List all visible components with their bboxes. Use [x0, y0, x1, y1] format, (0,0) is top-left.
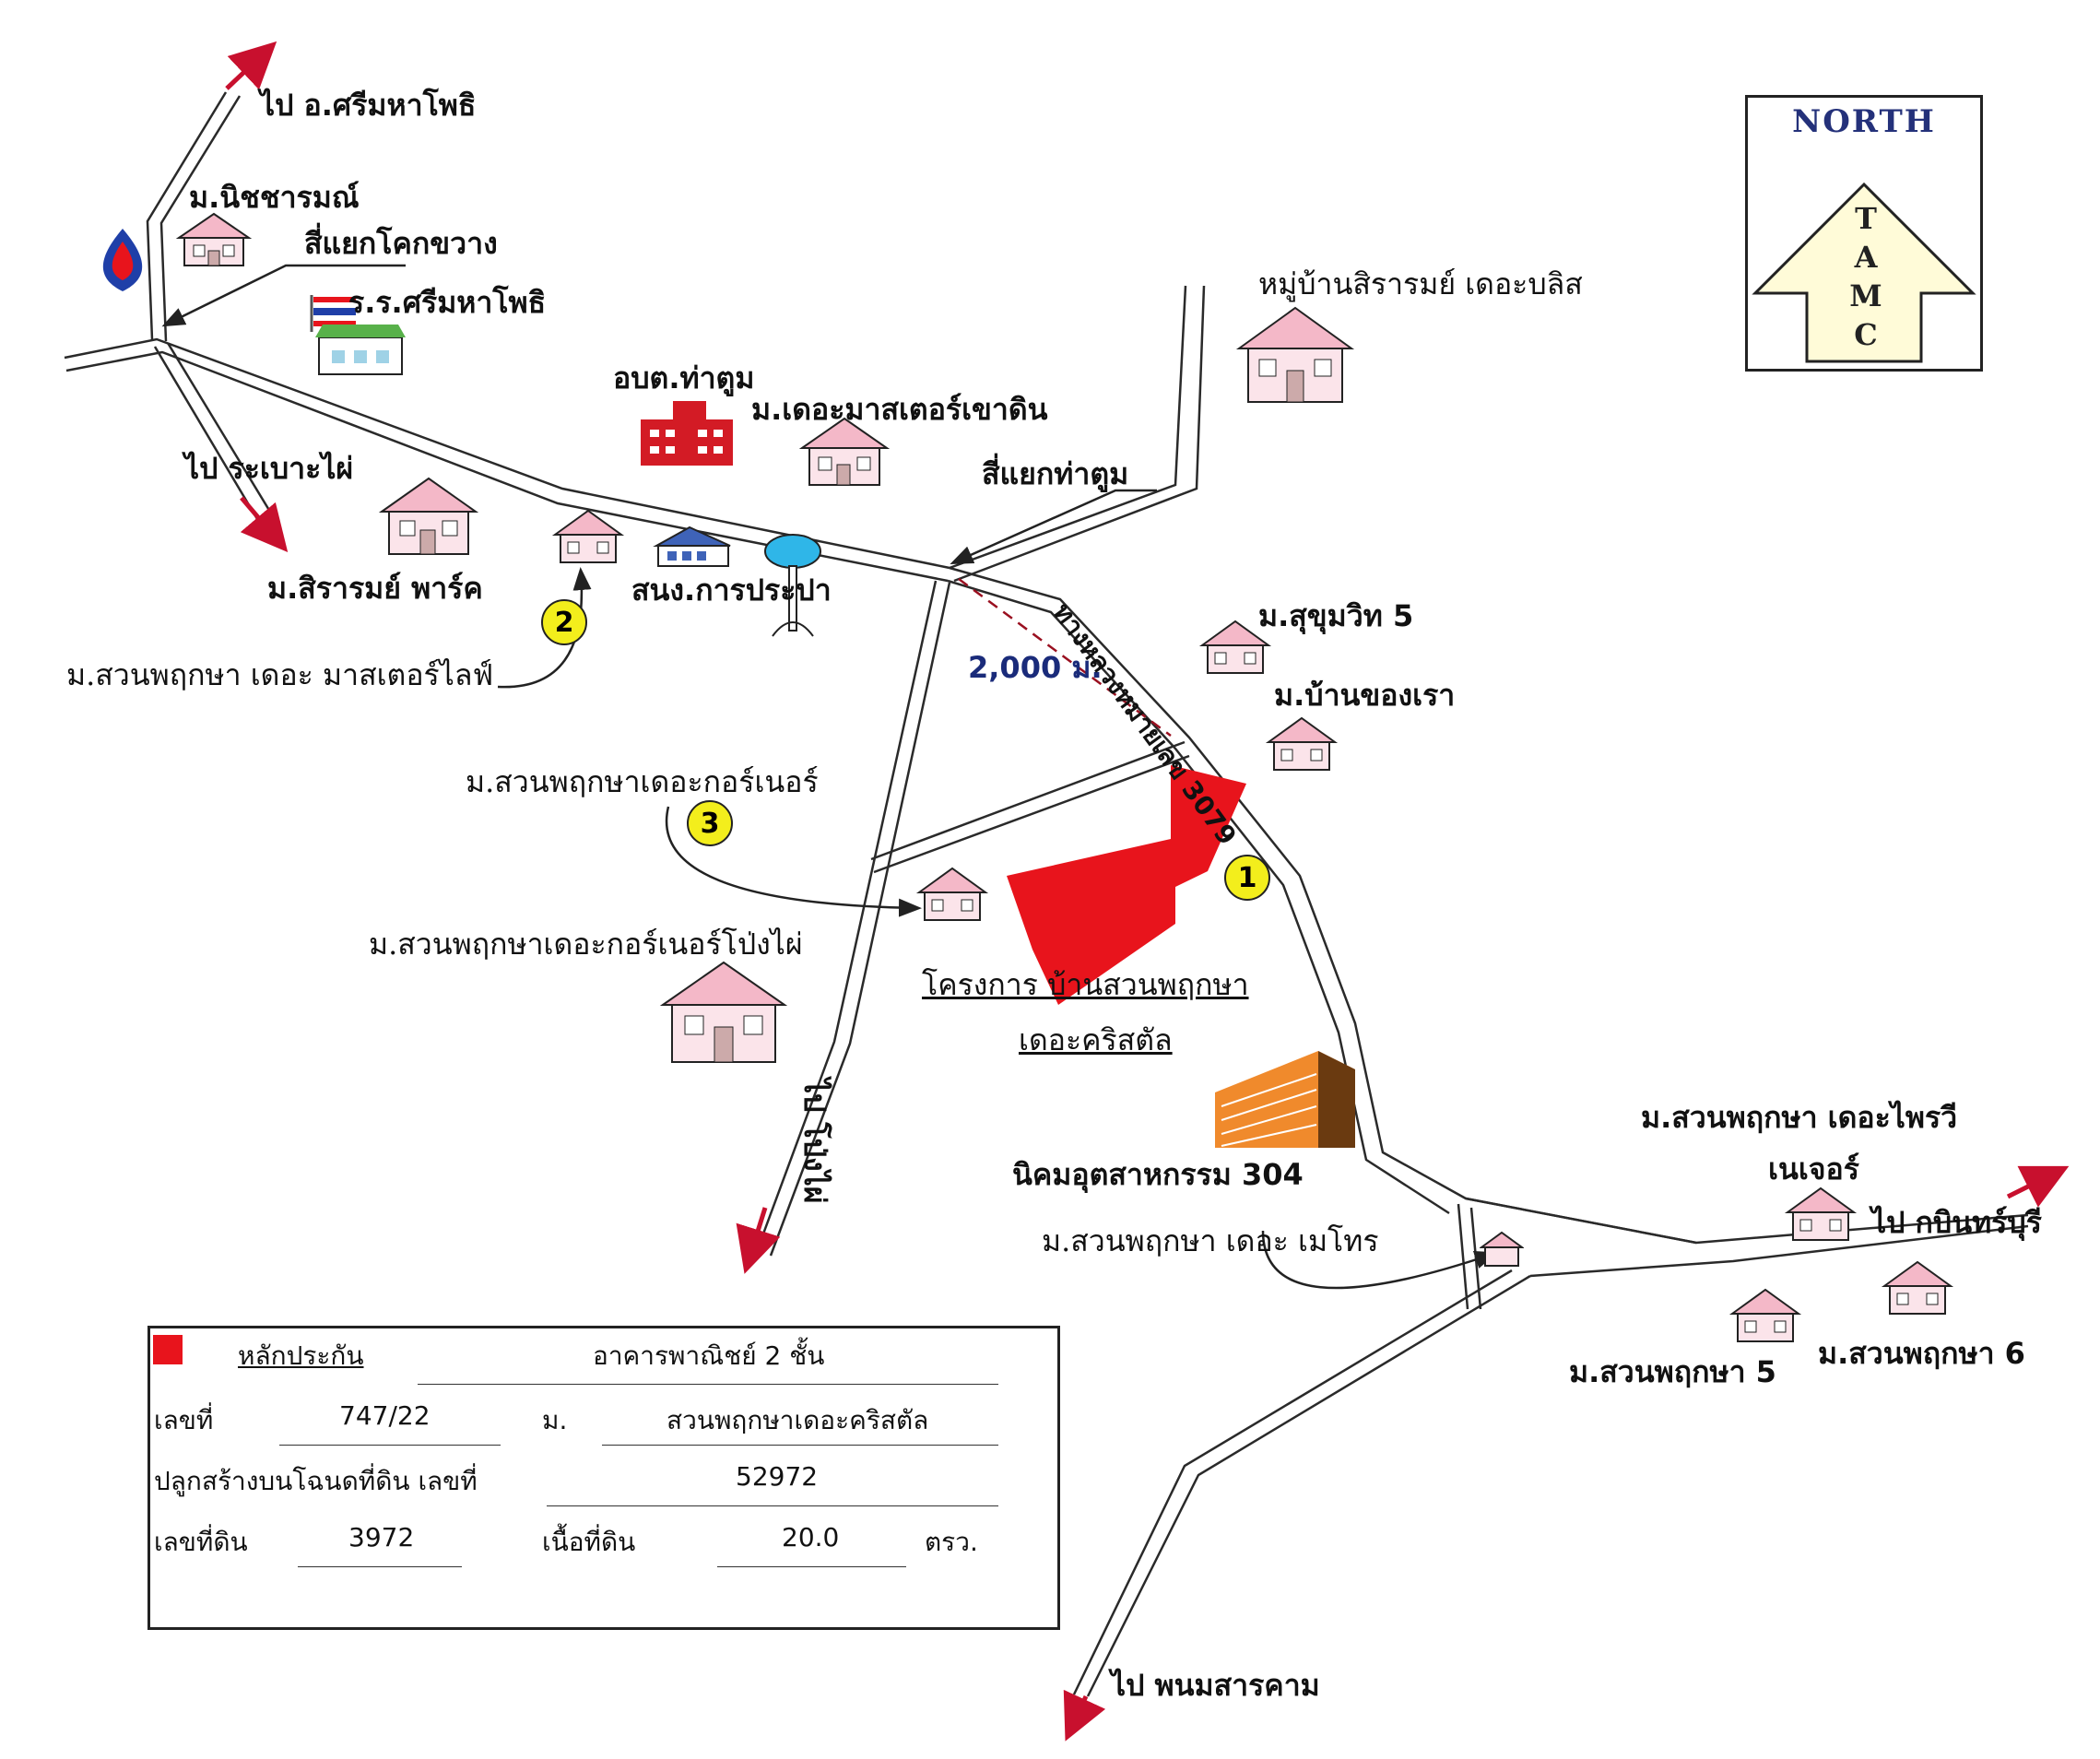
label-project-line2[interactable]: เดอะคริสตัล	[1019, 1022, 1173, 1057]
house-icon	[378, 475, 479, 561]
legend-area: 20.0	[782, 1522, 840, 1552]
label-village-6: ม.สวนพฤกษา 6	[1818, 1336, 2025, 1371]
north-letter: C	[1854, 317, 1878, 352]
arrow-rabao-icon	[240, 496, 289, 553]
label-village-nitcharam: ม.นิชชารมณ์	[189, 180, 360, 215]
house-icon	[915, 865, 989, 927]
arrow-pong-phai-icon	[736, 1207, 781, 1274]
north-letter: M	[1849, 278, 1882, 313]
north-title: NORTH	[1792, 103, 1936, 140]
marker-2[interactable]: 2	[541, 599, 587, 645]
house-icon	[1235, 304, 1355, 409]
label-to-rabao-phai: ไป ระเบาะไผ่	[184, 451, 354, 486]
distance-line	[958, 577, 1172, 738]
house-icon	[798, 415, 891, 492]
legend-collateral: หลักประกัน	[238, 1340, 364, 1371]
arrow-north-icon	[225, 41, 277, 90]
label-to-phanom-sarakham: ไป พนมสารคาม	[1111, 1668, 1320, 1703]
arrow-kabin-icon	[2006, 1165, 2070, 1208]
house-icon	[1728, 1286, 1802, 1349]
marker-3[interactable]: 3	[687, 800, 733, 846]
house-icon	[1265, 714, 1339, 777]
obt-building-icon	[641, 401, 733, 466]
north-letter: T	[1855, 201, 1877, 236]
project-site-area[interactable]	[1007, 765, 1246, 1005]
label-project-line1[interactable]: โครงการ บ้านสวนพฤกษา	[922, 967, 1249, 1002]
label-to-kabin-buri: ไป กบินทร์บุรี	[1871, 1205, 2042, 1240]
label-water-office: สนง.การประปา	[631, 573, 832, 608]
gas-station-icon	[102, 229, 143, 291]
house-icon	[551, 507, 625, 570]
legend-house-no-label: เลขที่	[154, 1405, 214, 1435]
label-village-5: ม.สวนพฤกษา 5	[1569, 1354, 1776, 1389]
house-icon	[1198, 618, 1272, 680]
label-industrial-estate: นิคมอุตสาหกรรม 304	[1012, 1157, 1304, 1192]
legend-house-no: 747/22	[339, 1400, 431, 1431]
label-village-ban-khong-rao: ม.บ้านของเรา	[1274, 678, 1456, 713]
label-village-corner-pong-phai: ม.สวนพฤกษาเดอะกอร์เนอร์โป่งไผ่	[369, 927, 803, 962]
north-letter: A	[1854, 240, 1878, 275]
legend-building-type: อาคารพาณิชย์ 2 ชั้น	[593, 1340, 825, 1371]
legend-land-no-label: เลขที่ดิน	[154, 1527, 248, 1557]
direction-arrows	[225, 41, 2070, 1741]
water-office-icon	[653, 525, 731, 567]
industrial-estate-icon	[1215, 1051, 1355, 1148]
label-village-metro: ม.สวนพฤกษา เดอะ เมโทร	[1042, 1223, 1379, 1258]
legend-village-prefix: ม.	[542, 1405, 568, 1435]
north-compass: NORTH T A M C	[1745, 95, 1983, 372]
legend-box: หลักประกัน อาคารพาณิชย์ 2 ชั้น เลขที่ 74…	[147, 1326, 1060, 1630]
house-icon	[175, 210, 253, 273]
legend-land-no: 3972	[348, 1522, 415, 1552]
water-tower-icon	[764, 534, 821, 637]
label-village-master-khao-din: ม.เดอะมาสเตอร์เขาดิน	[751, 392, 1048, 427]
label-village-sirarom-park: ม.สิรารมย์ พาร์ค	[267, 571, 483, 606]
label-village-nature: เนเจอร์	[1768, 1151, 1859, 1186]
label-village-corner: ม.สวนพฤกษาเดอะกอร์เนอร์	[466, 764, 819, 799]
label-village-sirarom-bliss: หมู่บ้านสิรารมย์ เดอะบลิส	[1258, 266, 1583, 301]
label-village-sukhumvit5: ม.สุขุมวิท 5	[1258, 598, 1414, 633]
legend-area-unit: ตรว.	[925, 1527, 978, 1557]
label-village-phraiwari: ม.สวนพฤกษา เดอะไพรวี	[1641, 1100, 1958, 1135]
marker-1[interactable]: 1	[1224, 855, 1270, 901]
label-village-master-life: ม.สวนพฤกษา เดอะ มาสเตอร์ไลฟ์	[66, 657, 494, 692]
legend-area-label: เนื้อที่ดิน	[542, 1527, 636, 1557]
house-icon	[1478, 1231, 1526, 1271]
house-icon	[1881, 1258, 1954, 1321]
label-to-pong-phai: ไป โป่งไผ่	[797, 1079, 832, 1204]
arrow-phanom-icon	[1063, 1689, 1106, 1741]
school-building-icon	[315, 325, 406, 375]
legend-deed-label: ปลูกสร้างบนโฉนดที่ดิน เลขที่	[154, 1466, 478, 1496]
label-obt-tha-tum: อบต.ท่าตูม	[613, 360, 755, 395]
label-school: ร.ร.ศรีมหาโพธิ	[348, 285, 547, 320]
label-junction-khok-khwang: สี่แยกโคกขวาง	[304, 226, 498, 261]
house-icon	[1784, 1185, 1858, 1247]
label-to-sri-maha-phot: ไป อ.ศรีมหาโพธิ	[260, 88, 477, 123]
legend-deed-no: 52972	[736, 1461, 819, 1492]
label-junction-tha-tum: สี่แยกท่าตูม	[982, 456, 1129, 491]
legend-swatch	[153, 1335, 183, 1364]
roads	[64, 91, 2029, 1697]
label-distance: 2,000 ม.	[968, 650, 1103, 685]
legend-village-name: สวนพฤกษาเดอะคริสตัล	[667, 1405, 929, 1435]
pointer-arrows	[161, 264, 1498, 1290]
north-arrow-icon	[1752, 182, 1976, 363]
school-flag-icon	[310, 295, 356, 332]
house-icon	[659, 959, 788, 1069]
